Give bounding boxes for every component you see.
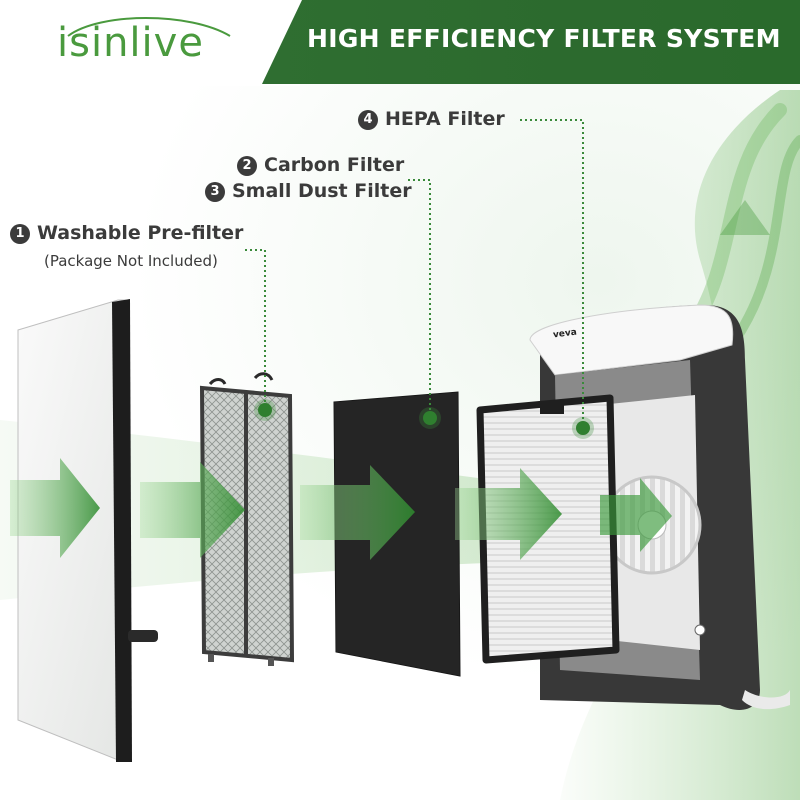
airflow-arrow-icon <box>600 478 672 552</box>
callout-dot-icon <box>254 399 276 421</box>
carbon-filter <box>199 372 295 666</box>
filter-label-2: 2 Carbon Filter <box>237 154 404 176</box>
small-dust-filter <box>333 391 461 677</box>
logo-arc-icon <box>67 17 231 37</box>
airflow-arrow-icon <box>300 465 415 560</box>
airflow-arrow-icon <box>10 458 100 558</box>
filter-label-1: 1 Washable Pre-filter <box>10 222 243 244</box>
filter-name: Small Dust Filter <box>232 180 412 202</box>
number-badge: 4 <box>358 110 378 130</box>
brand-area: isinlive <box>0 0 300 86</box>
number-badge: 1 <box>10 224 30 244</box>
page-title: HIGH EFFICIENCY FILTER SYSTEM <box>307 24 781 53</box>
filter-name: Carbon Filter <box>264 154 405 176</box>
filter-label-3: 3 Small Dust Filter <box>205 180 412 202</box>
brand-logo: isinlive <box>57 20 204 66</box>
number-badge: 3 <box>205 182 225 202</box>
callout-dot-icon <box>419 407 441 429</box>
airflow-arrow-icon <box>140 462 245 558</box>
filter-note-1: (Package Not Included) <box>44 252 218 270</box>
header-banner: HIGH EFFICIENCY FILTER SYSTEM <box>262 0 800 84</box>
callout-dot-icon <box>572 417 594 439</box>
callout-lines <box>245 119 584 428</box>
airflow-arrow-icon <box>455 468 562 560</box>
number-badge: 2 <box>237 156 257 176</box>
filter-label-4: 4 HEPA Filter <box>358 108 505 130</box>
filter-name: HEPA Filter <box>385 108 505 130</box>
filter-name: Washable Pre-filter <box>37 222 244 244</box>
